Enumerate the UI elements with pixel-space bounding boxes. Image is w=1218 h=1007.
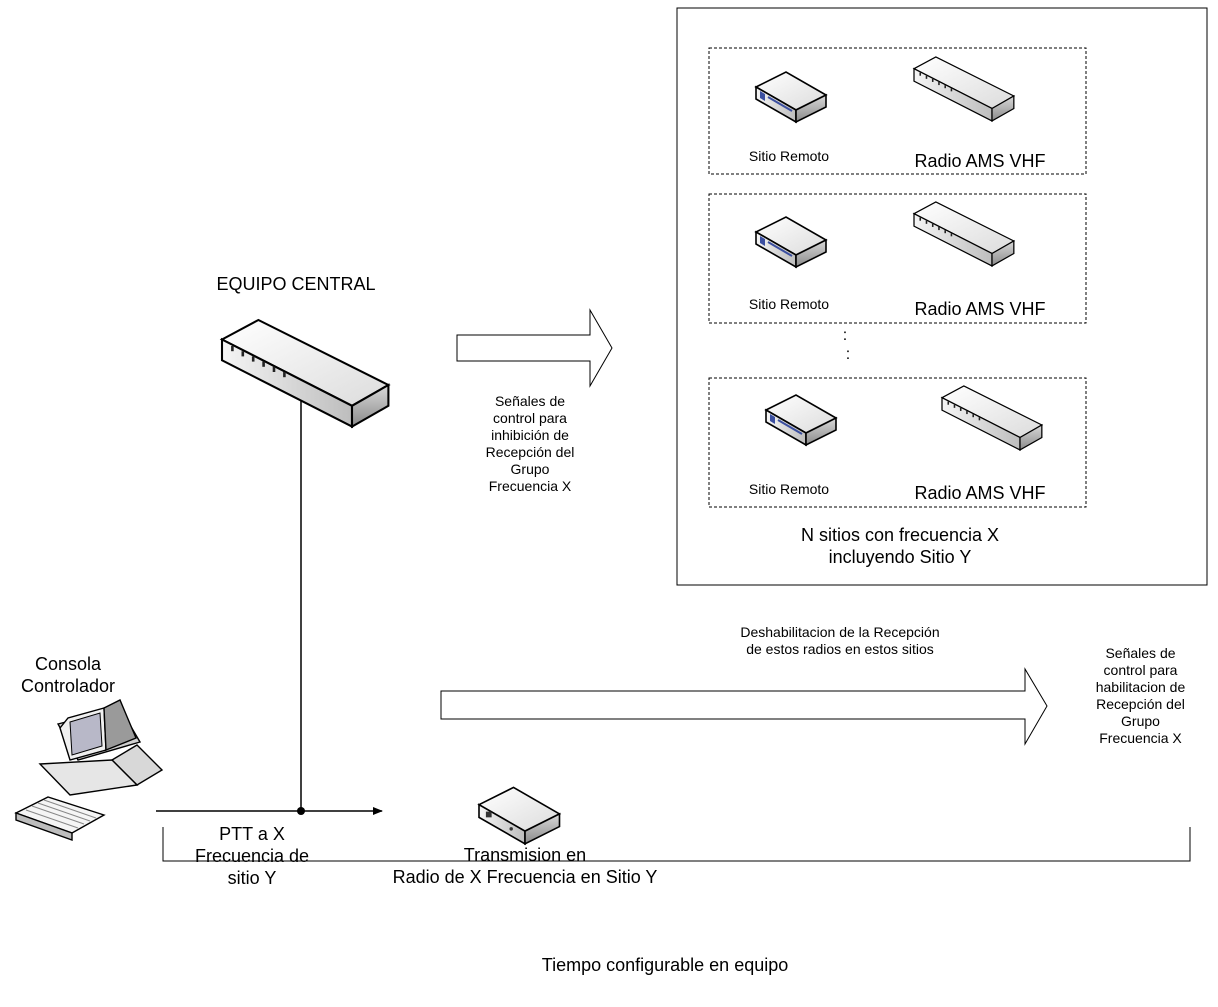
sites-caption: N sitios con frecuencia X incluyendo Sit… bbox=[800, 525, 1000, 567]
central-device-icon bbox=[220, 318, 390, 428]
site-group-3 bbox=[708, 377, 1087, 508]
site-label: Sitio Remoto bbox=[748, 148, 830, 164]
junction-dot bbox=[297, 807, 305, 815]
inhibit-block-arrow bbox=[456, 308, 613, 388]
enable-signal-label: Señales de control para habilitacion de … bbox=[1095, 645, 1186, 747]
inhibit-signal-label: Señales de control para inhibición de Re… bbox=[485, 393, 575, 495]
site-group-1 bbox=[708, 47, 1087, 175]
radio-label: Radio AMS VHF bbox=[914, 151, 1046, 171]
site-label: Sitio Remoto bbox=[748, 481, 830, 497]
central-title: EQUIPO CENTRAL bbox=[216, 274, 376, 294]
ellipsis-label: : bbox=[845, 346, 851, 363]
radio-label: Radio AMS VHF bbox=[914, 483, 1046, 503]
site-group-2 bbox=[708, 193, 1087, 324]
timeline-bracket bbox=[162, 827, 1191, 862]
timeline-label: Tiempo configurable en equipo bbox=[541, 955, 789, 975]
console-computer-icon bbox=[14, 699, 164, 841]
console-label: Consola Controlador bbox=[20, 654, 116, 696]
enable-block-arrow bbox=[440, 667, 1048, 746]
ptt-label: PTT a X Frecuencia de sitio Y bbox=[194, 824, 310, 888]
transmission-radio-icon bbox=[477, 786, 562, 846]
ellipsis-label: : bbox=[842, 327, 848, 344]
site-label: Sitio Remoto bbox=[748, 296, 830, 312]
transmission-label: Transmision en Radio de X Frecuencia en … bbox=[392, 845, 658, 887]
disable-note: Deshabilitacion de la Recepción de estos… bbox=[740, 624, 940, 658]
radio-label: Radio AMS VHF bbox=[914, 299, 1046, 319]
